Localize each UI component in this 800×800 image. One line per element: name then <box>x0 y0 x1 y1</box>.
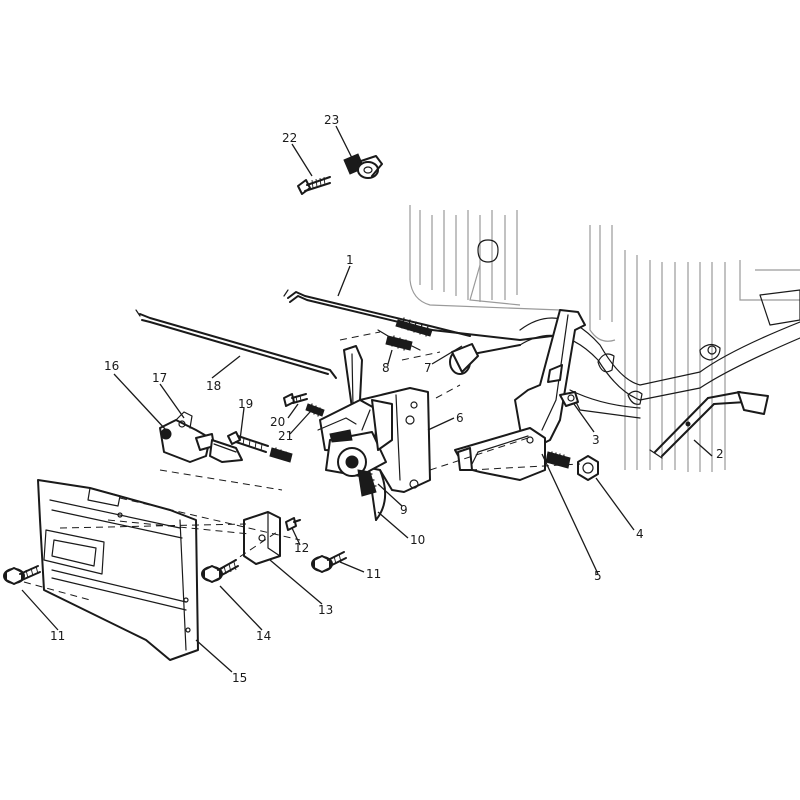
callout-labels: 1 2 3 4 5 6 7 8 9 10 11 11 12 13 14 15 1… <box>50 113 724 685</box>
engine-block-outline <box>409 205 800 472</box>
callout-3: 3 <box>592 433 600 447</box>
screw-14 <box>201 559 239 583</box>
callout-22: 22 <box>282 131 297 145</box>
callout-17: 17 <box>152 371 167 385</box>
bracket-13 <box>243 511 281 565</box>
screw-11-left <box>3 565 41 585</box>
callout-6: 6 <box>456 411 464 425</box>
screw-19 <box>227 431 293 463</box>
callout-23: 23 <box>324 113 339 127</box>
swivel-23 <box>343 153 383 179</box>
callout-11-left: 11 <box>50 629 65 643</box>
callout-10: 10 <box>410 533 425 547</box>
callout-8: 8 <box>382 361 390 375</box>
assembly-guide-lines <box>23 331 581 601</box>
cable-clamp-17 <box>159 411 215 463</box>
callout-19: 19 <box>238 397 253 411</box>
callout-2: 2 <box>716 447 724 461</box>
lever-2 <box>649 391 769 459</box>
spring-8 <box>377 329 421 351</box>
spring-rod-1 <box>395 317 433 337</box>
callout-9: 9 <box>400 503 408 517</box>
nut-4 <box>577 455 599 481</box>
screw-11-right <box>311 551 347 573</box>
callout-15: 15 <box>232 671 247 685</box>
control-lever-3 <box>514 309 586 446</box>
callout-4: 4 <box>636 527 644 541</box>
pin-12 <box>285 517 301 531</box>
link-rod-18 <box>135 309 337 379</box>
link-7 <box>431 329 561 375</box>
screw-20 <box>283 393 308 407</box>
callout-5: 5 <box>594 569 602 583</box>
callout-21: 21 <box>278 429 293 443</box>
callout-20: 20 <box>270 415 285 429</box>
cable-clamp-16 <box>209 439 243 463</box>
callout-7: 7 <box>424 361 432 375</box>
callout-1: 1 <box>346 253 354 267</box>
callout-11-right: 11 <box>366 567 381 581</box>
leader-lines <box>21 125 713 673</box>
callout-12: 12 <box>294 541 309 555</box>
link-rod-1 <box>283 289 471 337</box>
spring-21 <box>305 403 325 417</box>
callout-14: 14 <box>256 629 271 643</box>
callout-16: 16 <box>104 359 119 373</box>
callout-13: 13 <box>318 603 333 617</box>
callout-18: 18 <box>206 379 221 393</box>
governor-assembly-9 <box>317 399 393 521</box>
screw-22 <box>297 176 331 195</box>
